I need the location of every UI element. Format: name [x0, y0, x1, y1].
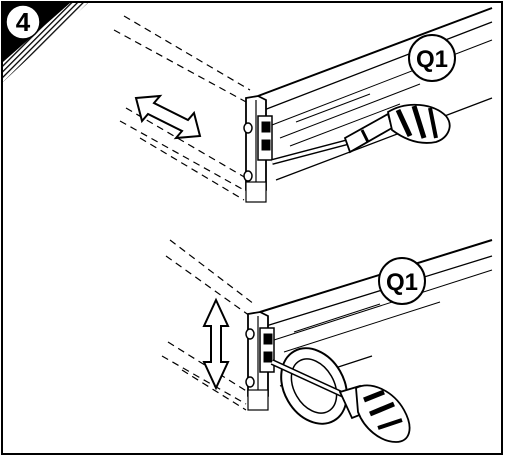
drawer-front-top	[113, 7, 493, 203]
callout-label: Q1	[386, 269, 418, 296]
callout-label: Q1	[416, 46, 448, 73]
callout-badge: Q1	[408, 34, 456, 82]
screwdriver-icon	[270, 359, 411, 443]
screwdriver-icon	[271, 103, 451, 165]
step-number: 4	[16, 7, 31, 37]
callout-badge: Q1	[378, 257, 426, 305]
step-badge: 4	[3, 3, 88, 82]
rotation-ring-icon	[280, 347, 348, 425]
double-arrow-horizontal-icon	[134, 94, 202, 140]
drawer-front-bottom	[161, 239, 493, 411]
double-arrow-vertical-icon	[202, 297, 230, 391]
